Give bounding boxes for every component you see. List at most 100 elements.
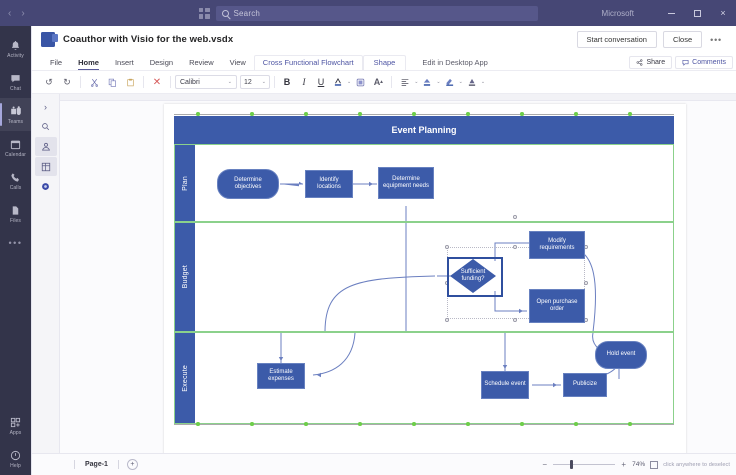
files-icon <box>9 204 22 217</box>
node-label-schedule-event: Schedule event <box>484 381 526 388</box>
redo-icon[interactable]: ↻ <box>63 76 71 87</box>
align-icon[interactable] <box>396 73 414 91</box>
account-menu[interactable]: Microsoft <box>601 8 634 18</box>
canvas-area[interactable]: Event Planning Plan <box>60 94 736 453</box>
lane-header-execute[interactable]: Execute <box>175 333 195 423</box>
tab-insert[interactable]: Insert <box>114 58 134 67</box>
font-size-select[interactable]: 12 ⌄ <box>240 75 270 89</box>
page-tab-separator-left <box>74 460 75 469</box>
effects-caret[interactable]: ⌄ <box>480 79 486 85</box>
tab-shape[interactable]: Shape <box>362 55 407 70</box>
lane-execute[interactable]: Execute <box>174 332 674 424</box>
sidebar-item-apps[interactable]: Apps <box>0 409 31 442</box>
fill-caret[interactable]: ⌄ <box>436 79 441 85</box>
copy-icon[interactable] <box>103 73 121 91</box>
bold-button[interactable]: B <box>283 77 291 87</box>
zoom-slider[interactable] <box>553 460 616 469</box>
tab-cross-functional-flowchart[interactable]: Cross Functional Flowchart <box>253 55 363 70</box>
node-label-modify-requirements: Modify requirements <box>539 237 575 252</box>
tab-design[interactable]: Design <box>149 58 174 67</box>
diagram-title-banner[interactable]: Event Planning <box>174 116 674 144</box>
zoom-out-button[interactable]: − <box>542 460 547 469</box>
font-color-icon[interactable] <box>329 73 347 91</box>
delete-x-icon[interactable]: ✕ <box>152 76 162 88</box>
node-determine-objectives[interactable]: Determine objectives <box>217 169 279 199</box>
forward-arrow-icon[interactable]: › <box>21 7 25 19</box>
tab-file[interactable]: File <box>50 58 63 67</box>
scissors-icon[interactable] <box>85 73 103 91</box>
stencil-grid-icon[interactable] <box>34 157 57 176</box>
shapes-person-icon[interactable] <box>34 137 57 156</box>
selected-shape-outline[interactable] <box>447 257 503 297</box>
sidebar-item-files[interactable]: Files <box>0 197 31 230</box>
fit-page-icon[interactable] <box>650 460 659 469</box>
header-overflow-button[interactable]: ••• <box>710 34 722 45</box>
edit-in-desktop-app-link[interactable]: Edit in Desktop App <box>422 58 488 67</box>
add-page-button[interactable]: + <box>126 459 138 470</box>
underline-button[interactable]: U <box>317 77 325 87</box>
chevron-down-icon-2: ⌄ <box>261 79 266 85</box>
node-estimate-expenses[interactable]: Estimate expenses <box>257 363 305 389</box>
sidebar-item-activity[interactable]: Activity <box>0 32 31 65</box>
sidebar-item-chat[interactable]: Chat <box>0 65 31 98</box>
sidebar-more-button[interactable]: ••• <box>8 238 23 248</box>
close-document-button[interactable]: Close <box>662 31 703 48</box>
node-publicize[interactable]: Publicize <box>563 373 607 397</box>
sidebar-item-calendar[interactable]: Calendar <box>0 131 31 164</box>
shapes-side-panel: › <box>32 94 60 453</box>
maximize-button[interactable] <box>684 0 710 26</box>
node-open-purchase-order[interactable]: Open purchase order <box>529 289 585 323</box>
lane-plan[interactable]: Plan Determine objectives <box>174 144 674 222</box>
node-determine-equipment-needs[interactable]: Determine equipment needs <box>378 167 434 199</box>
title-bar: ‹ › Search Microsoft × <box>0 0 736 26</box>
sidebar-item-help[interactable]: Help <box>0 442 31 475</box>
lane-header-budget[interactable]: Budget <box>175 223 195 331</box>
node-hold-event[interactable]: Hold event <box>595 341 647 369</box>
align-caret[interactable]: ⌄ <box>414 79 419 85</box>
ribbon-toolbar: ↺ ↻ ✕ Calibri ⌄ 12 ⌄ B I U ⌄ <box>32 71 736 94</box>
page-tab-page-1[interactable]: Page-1 <box>85 461 108 468</box>
paste-icon[interactable] <box>121 73 139 91</box>
minimize-button[interactable] <box>658 0 684 26</box>
grow-font-icon[interactable]: A▴ <box>373 77 383 87</box>
lane-budget[interactable]: Budget <box>174 215 674 332</box>
comments-button[interactable]: Comments <box>675 56 733 69</box>
sidebar-item-calls[interactable]: Calls <box>0 164 31 197</box>
node-schedule-event[interactable]: Schedule event <box>481 371 529 399</box>
font-style-group: B I U <box>279 77 329 87</box>
undo-icon[interactable]: ↺ <box>45 76 53 87</box>
share-button[interactable]: Share <box>629 56 673 69</box>
sidebar-label-help: Help <box>10 462 21 469</box>
zoom-slider-thumb[interactable] <box>570 460 573 469</box>
presence-dot-icon[interactable] <box>35 177 57 196</box>
highlight-icon[interactable] <box>351 73 369 91</box>
app-grid-icon[interactable] <box>198 7 210 19</box>
zoom-in-button[interactable]: + <box>621 460 626 469</box>
line-color-icon[interactable] <box>441 73 459 91</box>
node-identify-locations[interactable]: Identify locations <box>305 170 353 198</box>
line-caret[interactable]: ⌄ <box>458 79 463 85</box>
sidebar-item-teams[interactable]: Teams <box>0 98 31 131</box>
search-input[interactable]: Search <box>215 5 538 21</box>
node-sufficient-funding[interactable]: Sufficient funding? <box>450 259 496 293</box>
italic-button[interactable]: I <box>302 77 306 87</box>
font-color-caret[interactable]: ⌄ <box>347 79 352 85</box>
tab-view[interactable]: View <box>229 58 246 67</box>
tab-home[interactable]: Home <box>70 58 107 70</box>
help-icon <box>9 449 22 462</box>
search-shapes-icon[interactable] <box>35 117 57 136</box>
start-conversation-button[interactable]: Start conversation <box>576 31 657 48</box>
close-window-button[interactable]: × <box>720 8 726 18</box>
font-name-value: Calibri <box>180 78 200 86</box>
font-name-select[interactable]: Calibri ⌄ <box>175 75 237 89</box>
comment-icon <box>682 60 689 66</box>
fill-color-icon[interactable] <box>418 73 436 91</box>
diagram-page[interactable]: Event Planning Plan <box>164 104 686 453</box>
back-arrow-icon[interactable]: ‹ <box>8 7 12 19</box>
tab-review[interactable]: Review <box>189 58 214 67</box>
node-modify-requirements[interactable]: Modify requirements <box>529 231 585 259</box>
expand-chevron-icon[interactable]: › <box>44 101 47 112</box>
lane-header-plan[interactable]: Plan <box>175 145 195 221</box>
font-size-value: 12 <box>244 78 252 86</box>
shape-effects-icon[interactable] <box>463 73 481 91</box>
